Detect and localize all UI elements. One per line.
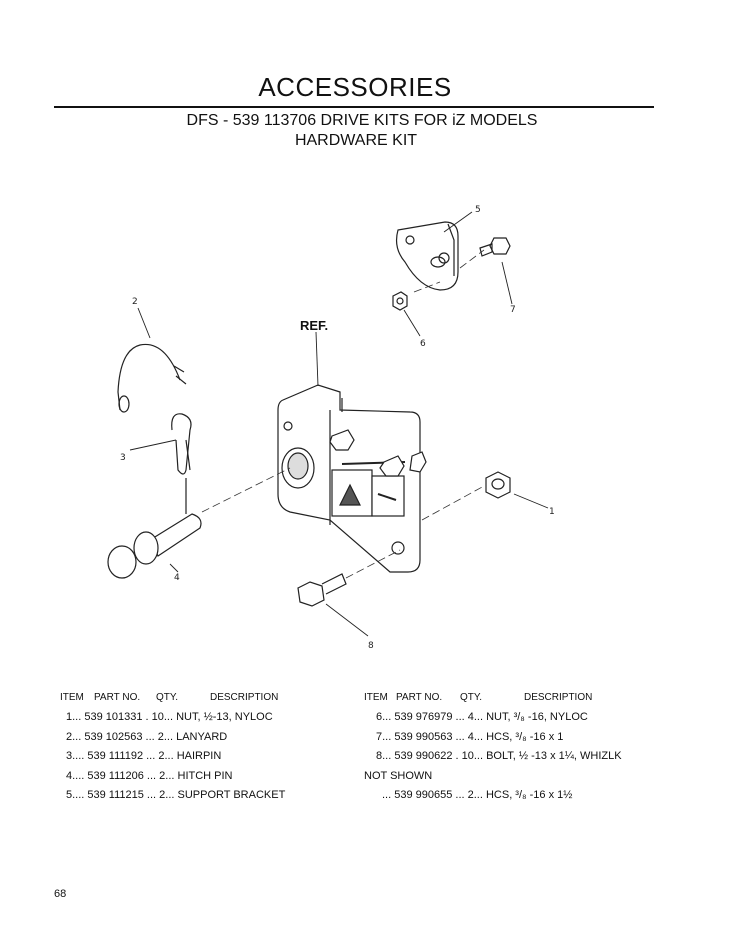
table-row: 3.... 539 111192 ... 2... HAIRPIN xyxy=(66,750,222,762)
table-row: 5.... 539 111215 ... 2... SUPPORT BRACKE… xyxy=(66,789,286,801)
callout-3: 3 xyxy=(120,453,126,463)
callout-7: 7 xyxy=(510,305,516,315)
hitch-pin xyxy=(107,478,202,579)
table-row: ... 539 990655 ... 2... HCS, ³/₈ -16 x 1… xyxy=(382,789,573,801)
parts-table-right: ITEM PART NO. QTY. DESCRIPTION 6... 539 … xyxy=(364,688,694,806)
callout-2: 2 xyxy=(132,297,138,307)
col-description: DESCRIPTION xyxy=(210,692,279,703)
table-row: 7... 539 990563 ... 4... HCS, ³/₈ -16 x … xyxy=(376,730,564,743)
callout-8: 8 xyxy=(368,641,374,651)
col-qty: QTY. xyxy=(460,692,483,703)
table-header-left: ITEM PART NO. QTY. DESCRIPTION xyxy=(60,688,360,708)
hairpin xyxy=(171,413,192,475)
nut-large xyxy=(485,471,511,499)
lanyard xyxy=(117,343,187,413)
ref-label: REF. xyxy=(300,318,328,333)
table-row: 2... 539 102563 ... 2... LANYARD xyxy=(66,730,228,743)
col-qty: QTY. xyxy=(156,692,179,703)
table-row: 6... 539 976979 ... 4... NUT, ³/₈ -16, N… xyxy=(376,711,588,723)
callout-4: 4 xyxy=(174,573,180,583)
hcs-bolt-small xyxy=(479,237,511,257)
table-header-right: ITEM PART NO. QTY. DESCRIPTION xyxy=(364,688,694,708)
kit-subtitle: DFS - 539 113706 DRIVE KITS FOR iZ MODEL… xyxy=(186,112,538,129)
col-item: ITEM xyxy=(60,692,84,703)
title-rule xyxy=(54,106,654,108)
callout-6: 6 xyxy=(420,339,426,349)
page-number: 68 xyxy=(54,888,67,900)
nut-small xyxy=(392,291,408,311)
callout-5: 5 xyxy=(475,205,481,215)
support-bracket xyxy=(395,221,459,291)
table-row: 8... 539 990622 . 10... BOLT, ½ -13 x 1¼… xyxy=(376,750,622,762)
col-part-no: PART NO. xyxy=(396,692,443,703)
whizlok-bolt xyxy=(297,573,347,607)
kit-subtitle-2: HARDWARE KIT xyxy=(294,132,418,149)
callout-1: 1 xyxy=(549,507,555,517)
table-row: 1... 539 101331 . 10... NUT, ½-13, NYLOC xyxy=(66,711,273,723)
col-item: ITEM xyxy=(364,692,388,703)
page-title: ACCESSORIES xyxy=(258,72,452,102)
exploded-parts-diagram: 1 2 3 4 5 6 7 8 REF. xyxy=(107,205,555,651)
mount-plate xyxy=(277,384,427,573)
col-description: DESCRIPTION xyxy=(524,692,593,703)
parts-table-left: ITEM PART NO. QTY. DESCRIPTION 1... 539 … xyxy=(60,688,360,806)
col-part-no: PART NO. xyxy=(94,692,141,703)
not-shown-label: NOT SHOWN xyxy=(364,769,433,782)
table-row: 4.... 539 111206 ... 2... HITCH PIN xyxy=(66,769,233,782)
